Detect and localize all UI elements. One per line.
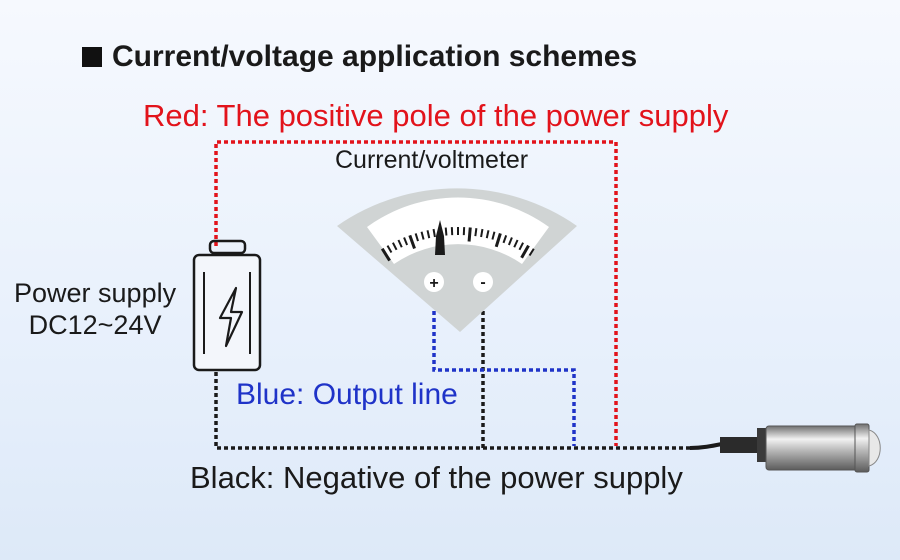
power-supply-label: Power supply DC12~24V	[14, 277, 176, 341]
meter-tick	[380, 247, 391, 262]
meter-tick	[414, 233, 419, 242]
meter-tick	[474, 228, 478, 237]
meter-tick	[408, 234, 416, 250]
meter-icon: + -	[337, 188, 577, 332]
plus-terminal-label: +	[429, 275, 438, 292]
red-wire-label: Red: The positive pole of the power supp…	[143, 98, 729, 133]
sensor-probe-icon	[689, 423, 881, 473]
meter-tick	[444, 227, 448, 236]
meter-tick	[467, 227, 472, 242]
meter-tick	[397, 239, 403, 248]
plus-terminal	[424, 272, 444, 292]
meter-tick	[426, 230, 431, 239]
power-supply-name: Power supply	[14, 278, 177, 308]
meter-tick	[420, 231, 425, 240]
meter-tick	[513, 239, 519, 248]
meter-tick	[518, 242, 524, 251]
meter-label: Current/voltmeter	[335, 146, 529, 174]
meter-tick	[403, 237, 409, 246]
meter-tick	[520, 244, 530, 259]
meter-tick	[507, 237, 513, 246]
meter-tick	[386, 245, 393, 254]
bullet-square-icon	[82, 47, 102, 67]
meter-tick	[502, 235, 508, 244]
meter-scale-ticks	[380, 227, 535, 262]
minus-terminal	[473, 272, 493, 292]
red-wire	[214, 140, 618, 446]
minus-terminal-label: -	[480, 274, 485, 291]
meter-tick	[485, 230, 490, 239]
power-supply-voltage: DC12~24V	[28, 310, 162, 340]
meter-tick	[528, 248, 535, 257]
meter-tick	[491, 231, 496, 240]
blue-wire-label: Blue: Output line	[236, 378, 458, 411]
title-row: Current/voltage application schemes	[82, 40, 637, 74]
black-wire-label: Black: Negative of the power supply	[190, 460, 683, 495]
black-wire-battery	[214, 372, 690, 450]
meter-tick	[494, 232, 502, 248]
probe-cable	[689, 442, 723, 450]
page-title: Current/voltage application schemes	[112, 40, 638, 73]
meter-tick	[432, 228, 436, 238]
battery-icon	[192, 239, 262, 372]
meter-tick	[392, 242, 398, 251]
lightning-icon	[218, 286, 244, 348]
meter-needle	[435, 220, 445, 255]
meter-tick	[480, 228, 484, 238]
blue-wire	[432, 290, 576, 446]
